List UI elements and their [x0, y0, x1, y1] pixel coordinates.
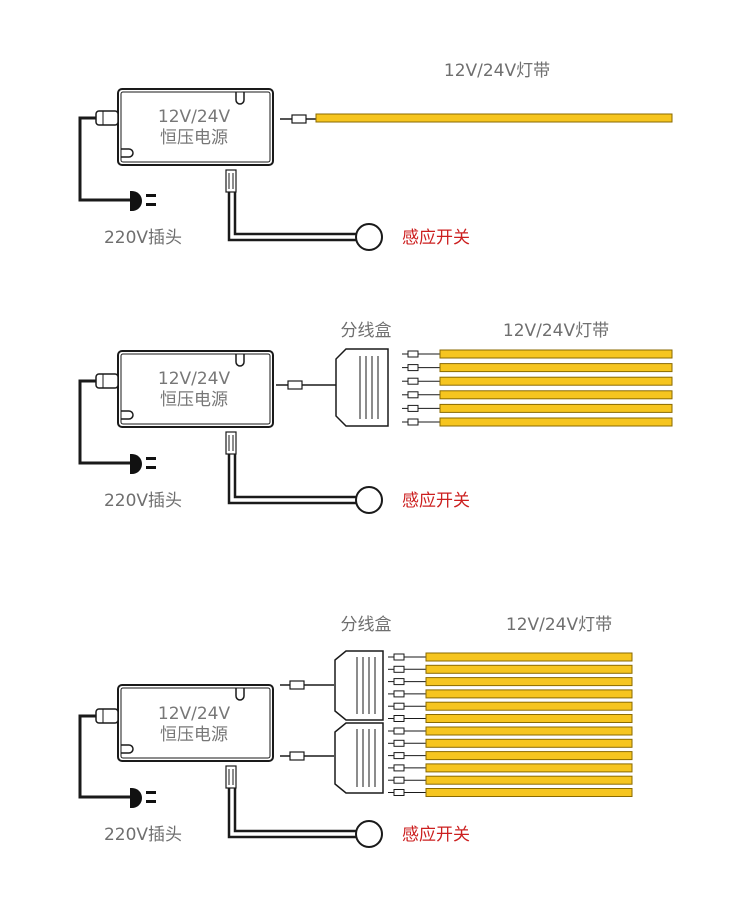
- led-strip: [388, 726, 633, 736]
- mounting-notch-icon: [121, 148, 134, 158]
- ac-plug-icon: [130, 454, 142, 474]
- ac-plug-icon: [130, 191, 142, 211]
- output-connector: [280, 751, 334, 761]
- sensor-switch-cable: 感应开关: [225, 765, 470, 848]
- strip-label: 12V/24V灯带: [444, 61, 550, 81]
- led-strip: [402, 390, 673, 400]
- led-strip: [388, 738, 633, 748]
- plug-label: 220V插头: [104, 228, 182, 248]
- psu-voltage-label: 12V/24V: [158, 369, 231, 389]
- output-connector: [276, 380, 336, 390]
- diagram-3: 分线盒 12V/24V灯带 12V/24V 恒压电源 220V插头: [78, 615, 633, 848]
- led-strip-group: [402, 349, 673, 427]
- power-supply: 12V/24V 恒压电源: [117, 684, 274, 762]
- sensor-switch-icon: [355, 486, 383, 514]
- psu-type-label: 恒压电源: [160, 390, 228, 410]
- junction-box: [335, 348, 389, 427]
- ac-plug-icon: [130, 788, 142, 808]
- psu-voltage-label: 12V/24V: [158, 704, 231, 724]
- sensor-switch-cable: 感应开关: [225, 169, 470, 251]
- led-strip: [388, 775, 633, 785]
- junction-box: [334, 650, 384, 721]
- led-strip: [315, 113, 673, 123]
- ac-plug-cable: 220V插头: [78, 708, 182, 845]
- psu-type-label: 恒压电源: [160, 725, 228, 745]
- led-strip: [388, 701, 633, 711]
- led-strip: [402, 403, 673, 413]
- mounting-notch-icon: [121, 744, 134, 754]
- sensor-switch-icon: [355, 223, 383, 251]
- mounting-notch-icon: [121, 410, 134, 420]
- led-strip: [402, 363, 673, 373]
- led-strip: [388, 664, 633, 674]
- led-strip: [402, 376, 673, 386]
- diagram-1: 12V/24V灯带 12V/24V 恒压电源 220V插头: [78, 61, 673, 251]
- junction-box: [334, 722, 384, 794]
- led-strip: [388, 788, 633, 797]
- mounting-notch-icon: [235, 354, 245, 367]
- sensor-label: 感应开关: [402, 491, 470, 511]
- ac-plug-cable: 220V插头: [78, 110, 182, 248]
- led-strip: [402, 349, 673, 359]
- junction-box-label: 分线盒: [341, 615, 392, 635]
- led-strip: [388, 677, 633, 687]
- strip-label: 12V/24V灯带: [503, 321, 609, 341]
- sensor-label: 感应开关: [402, 228, 470, 248]
- led-strip: [402, 417, 673, 427]
- sensor-switch-cable: 感应开关: [225, 431, 470, 514]
- psu-voltage-label: 12V/24V: [158, 107, 231, 127]
- led-strip: [388, 652, 633, 662]
- power-supply: 12V/24V 恒压电源: [117, 88, 274, 166]
- output-connector: [280, 680, 334, 690]
- psu-type-label: 恒压电源: [160, 128, 228, 148]
- led-strip: [388, 714, 633, 723]
- led-strip-group: [388, 652, 633, 797]
- sensor-switch-icon: [355, 820, 383, 848]
- mounting-notch-icon: [235, 688, 245, 701]
- strip-label: 12V/24V灯带: [506, 615, 612, 635]
- mounting-notch-icon: [235, 92, 245, 105]
- output-connector: [280, 114, 316, 124]
- led-strip: [388, 689, 633, 699]
- plug-label: 220V插头: [104, 491, 182, 511]
- diagram-2: 分线盒 12V/24V灯带 12V/24V 恒压电源 220V插头: [78, 321, 673, 514]
- power-supply: 12V/24V 恒压电源: [117, 350, 274, 428]
- led-strip-group: [315, 113, 673, 123]
- ac-plug-cable: 220V插头: [78, 373, 182, 511]
- led-strip: [388, 751, 633, 761]
- junction-box-label: 分线盒: [341, 321, 392, 341]
- sensor-label: 感应开关: [402, 825, 470, 845]
- plug-label: 220V插头: [104, 825, 182, 845]
- led-strip: [388, 763, 633, 773]
